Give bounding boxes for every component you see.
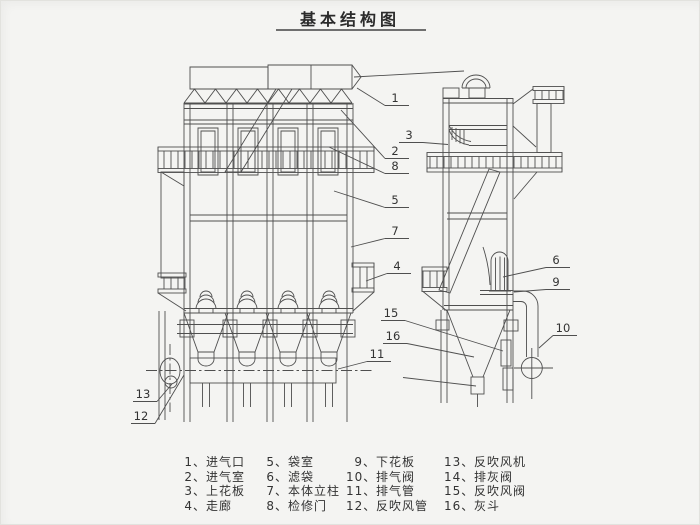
callout-8: 8 xyxy=(328,146,409,174)
pipe-valve xyxy=(514,348,553,399)
callout-number: 15 xyxy=(384,306,399,320)
callout-number: 13 xyxy=(136,387,151,401)
side-walkway xyxy=(426,152,563,200)
body-bands xyxy=(184,103,353,314)
front-walkway xyxy=(157,146,375,173)
side-legs xyxy=(440,310,514,403)
roof-truss xyxy=(183,88,353,104)
legend-item: 3、上花板 xyxy=(184,484,246,499)
outlet-pipe xyxy=(513,290,539,357)
legend-item: 13、反吹风机 xyxy=(444,455,527,469)
legend-column-2: 5、袋室 6、滤袋 7、本体立柱 8、检修门 xyxy=(258,455,340,513)
legend-item: 5、袋室 xyxy=(266,455,315,469)
legend-item: 4、走廊 xyxy=(184,498,233,513)
side-view xyxy=(421,74,565,407)
legend-item: 9、下花板 xyxy=(354,455,416,469)
leader-line-ash-valve xyxy=(402,377,477,387)
callout-number: 4 xyxy=(393,259,400,273)
callout-number: 5 xyxy=(391,193,398,207)
legend-item: 12、反吹风管 xyxy=(346,498,429,513)
callout-1: 1 xyxy=(356,87,409,106)
callout-6: 6 xyxy=(502,253,570,278)
callout-10: 10 xyxy=(538,321,577,349)
callout-number: 2 xyxy=(391,144,398,158)
legend-column-4: 13、反吹风机 14、排灰阀 15、反吹风阀 16、灰斗 xyxy=(444,455,526,513)
inlet-duct-left xyxy=(189,66,269,90)
legend-item: 16、灰斗 xyxy=(444,498,501,513)
inlet-duct-right xyxy=(267,64,362,90)
legend-item: 15、反吹风阀 xyxy=(444,484,527,499)
stub-pipes xyxy=(202,383,333,407)
legend-item: 7、本体立柱 xyxy=(266,484,341,499)
callouts: 1 2 3 8 5 7 4 xyxy=(131,87,577,424)
callout-number: 3 xyxy=(405,128,412,142)
parts-legend: 1、进气口 2、进气室 3、上花板 4、走廊 5、袋室 6、滤袋 7、本体立柱 … xyxy=(0,455,700,519)
callout-2: 2 xyxy=(340,109,409,159)
tower-ladder xyxy=(536,103,552,153)
callout-16: 16 xyxy=(383,329,475,358)
callout-7: 7 xyxy=(350,224,409,248)
legend-item: 14、排灰阀 xyxy=(444,469,514,484)
top-box xyxy=(442,87,460,99)
callout-5: 5 xyxy=(333,190,409,208)
legend-item: 6、滤袋 xyxy=(266,469,315,484)
callout-number: 16 xyxy=(386,329,401,343)
left-ladder xyxy=(157,171,187,312)
callout-number: 6 xyxy=(552,253,559,267)
upper-tube-plate xyxy=(448,125,507,146)
callout-9: 9 xyxy=(513,275,570,293)
callout-13: 13 xyxy=(133,383,173,402)
front-view xyxy=(146,64,465,422)
callout-number: 11 xyxy=(370,347,385,361)
internal-stairway xyxy=(438,168,501,294)
callout-4: 4 xyxy=(365,259,411,282)
legend-item: 1、进气口 xyxy=(184,455,246,469)
legend-column-3: 9、下花板 10、排气阀 11、排气管 12、反吹风管 xyxy=(346,455,428,513)
callout-number: 7 xyxy=(391,224,398,238)
ash-hopper xyxy=(444,305,513,378)
front-hoppers xyxy=(183,312,352,367)
pulse-caps xyxy=(195,290,340,313)
leg-flanges xyxy=(435,319,519,391)
vent-dome xyxy=(461,74,491,99)
page-title: 基本结构图 xyxy=(299,10,400,29)
legend-item: 2、进气室 xyxy=(184,469,246,484)
callout-number: 8 xyxy=(391,159,398,173)
blower-fan xyxy=(159,344,181,412)
title-underline xyxy=(276,29,426,31)
corridor-platform xyxy=(351,262,375,312)
legend-item: 8、检修门 xyxy=(266,498,328,513)
tower-platform xyxy=(512,86,565,148)
callout-11: 11 xyxy=(337,347,391,370)
callout-number: 1 xyxy=(391,91,398,105)
callout-number: 10 xyxy=(556,321,571,335)
side-left-platform xyxy=(421,266,448,312)
legend-item: 11、排气管 xyxy=(346,484,416,499)
legend-column-1: 1、进气口 2、进气室 3、上花板 4、走廊 xyxy=(176,455,245,513)
callout-3: 3 xyxy=(399,128,449,145)
lower-tube-plate xyxy=(480,290,513,295)
inclined-stair xyxy=(224,88,293,173)
legend-item: 10、排气阀 xyxy=(346,469,416,484)
callout-number: 12 xyxy=(134,409,149,423)
callout-12: 12 xyxy=(131,374,185,424)
callout-15: 15 xyxy=(381,306,504,352)
side-body-frame xyxy=(442,98,514,310)
duct-connector-line xyxy=(353,70,465,78)
callout-number: 9 xyxy=(552,275,559,289)
